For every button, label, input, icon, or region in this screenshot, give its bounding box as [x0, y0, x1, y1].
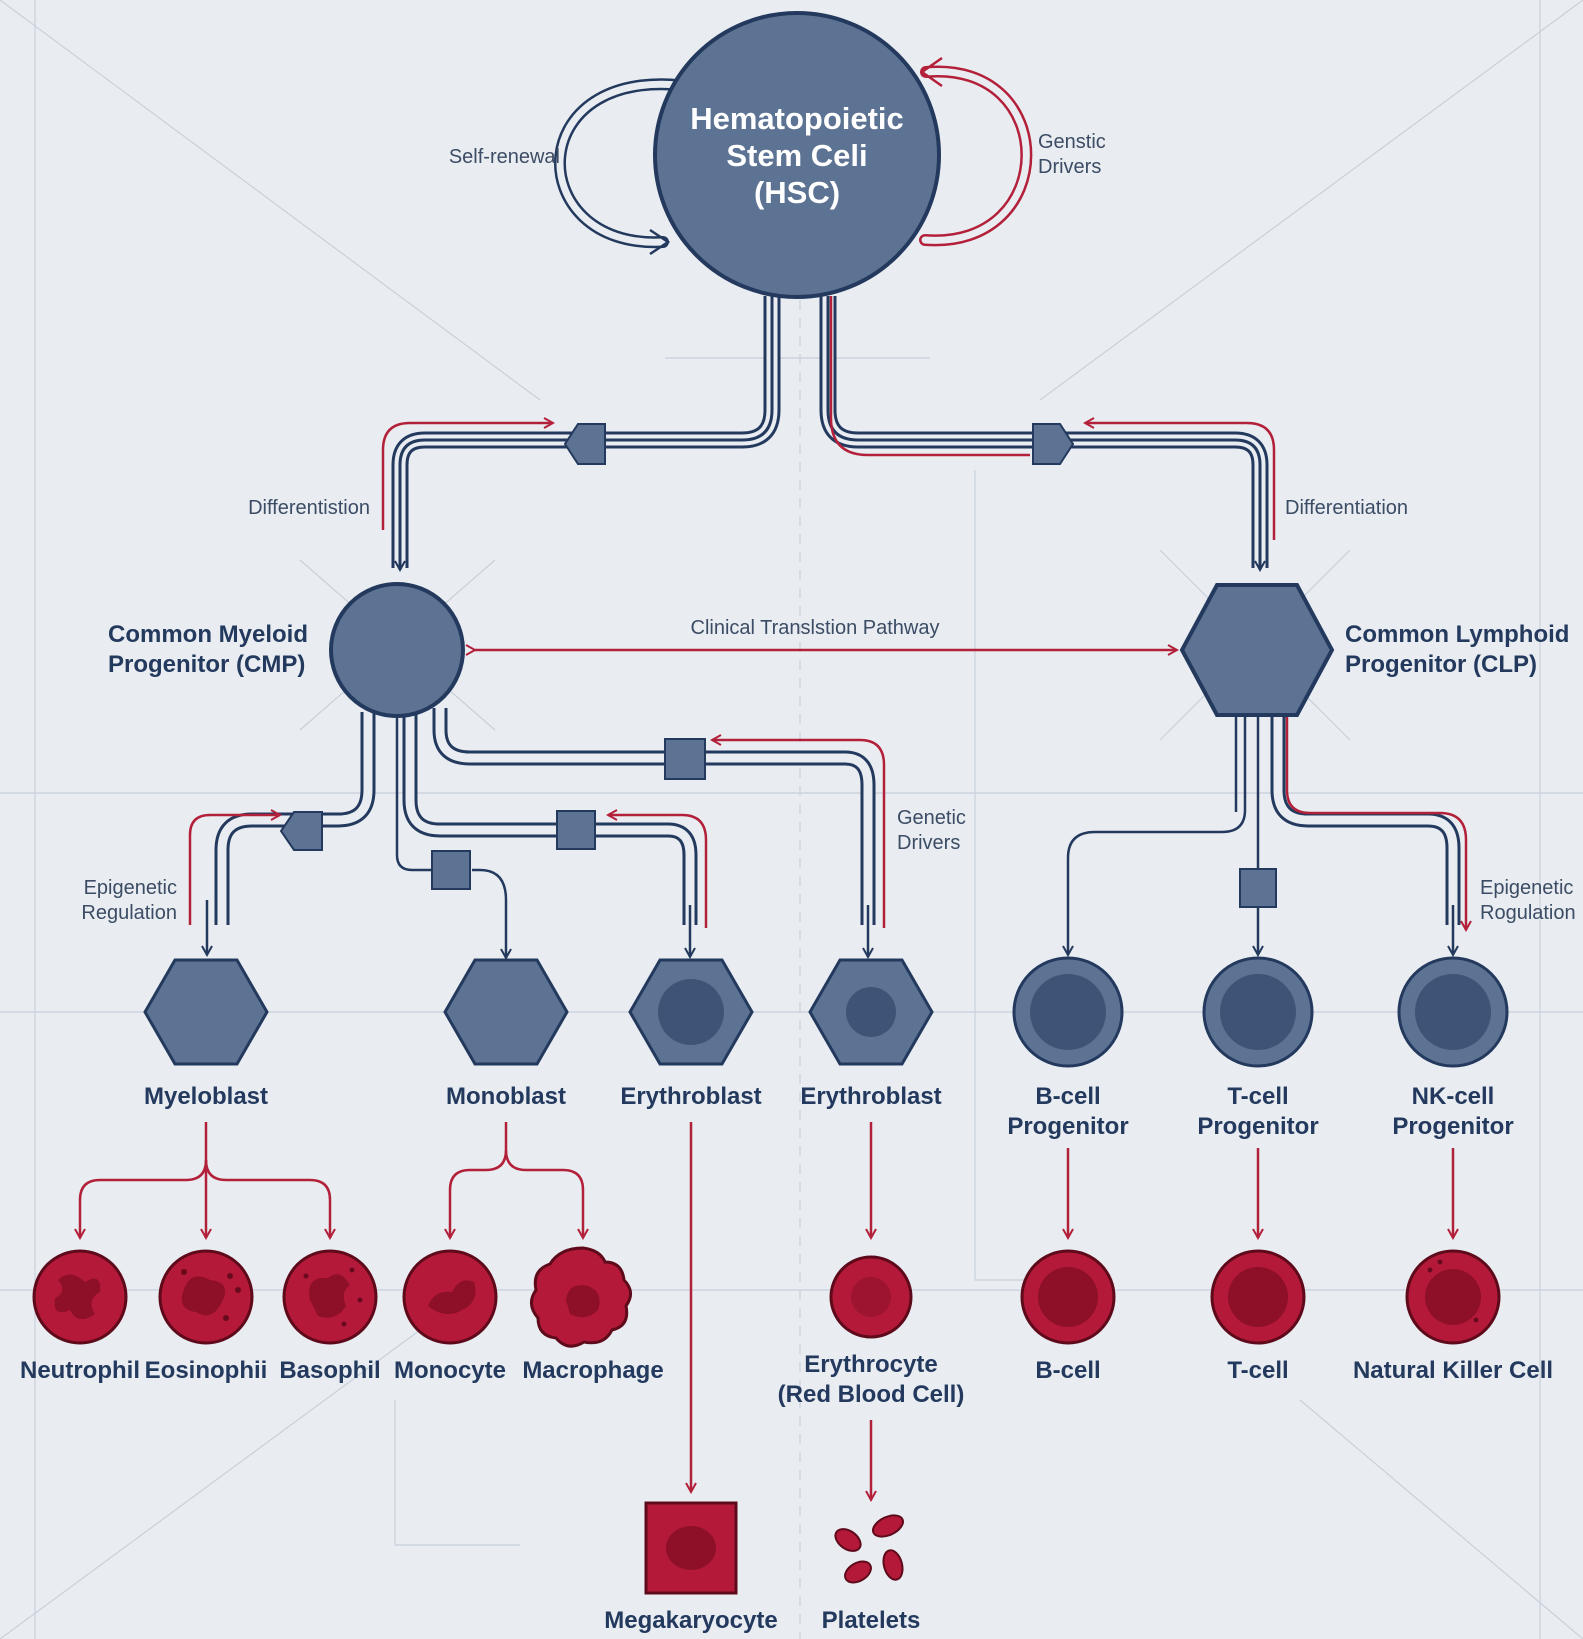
erythrocyte-line-1: Erythrocyte [804, 1351, 938, 1378]
cmp-to-myeloblast [188, 712, 376, 955]
epigenetic-right-label: Epigenetic Rogulation [1480, 876, 1576, 926]
clp-label-line-1: Common Lymphoid [1345, 621, 1570, 648]
erythroblast-connector-2 [664, 738, 706, 780]
bcell-progenitor-label: B-cell Progenitor [988, 1082, 1148, 1142]
bcell-progenitor-node [1012, 956, 1124, 1068]
cmp-label-line-2: Progenitor (CMP) [108, 651, 306, 678]
hsc-title-line-3: (HSC) [753, 175, 841, 210]
mid-drivers-line-1: Genetic [897, 807, 966, 829]
megakaryocyte-cell [644, 1501, 738, 1595]
nk-progenitor-node [1397, 956, 1509, 1068]
erythrocyte-label: Erythrocyte (Red Blood Cell) [766, 1350, 976, 1410]
epi-left-line-2: Regulation [81, 902, 177, 924]
tcell-connector [1239, 868, 1277, 908]
bcell-prog-line-2: Progenitor [1007, 1113, 1129, 1140]
macrophage-label: Macrophage [522, 1357, 664, 1384]
differentiation-left-label: Differentistion [248, 497, 370, 519]
hsc-title: Hematopoietic Stem Celi (HSC) [667, 100, 927, 211]
clp-node [1179, 583, 1335, 717]
clp-label-line-2: Progenitor (CLP) [1345, 651, 1537, 678]
erythroblast-label-2: Erythroblast [800, 1083, 942, 1110]
epi-left-line-1: Epigenetic [83, 877, 177, 899]
myeloblast-node [143, 958, 269, 1066]
platelets-cell [834, 1514, 904, 1584]
erythroblast-node-2 [808, 958, 934, 1066]
erythroblast-connector-1 [556, 810, 596, 850]
tcell-label: T-cell [1227, 1357, 1289, 1384]
tcell-prog-line-1: T-cell [1227, 1083, 1289, 1110]
mid-genetic-drivers-label: Genetic Drivers [897, 806, 966, 856]
clp-to-nk-progenitor [1270, 712, 1466, 955]
connector-block-left [563, 423, 606, 465]
red-path-cmp [381, 423, 553, 530]
cmp-label-line-1: Common Myeloid [108, 621, 309, 648]
monocyte-label: Monocyte [393, 1357, 506, 1384]
cmp-to-monoblast [395, 713, 506, 958]
red-path-hsc-down [829, 296, 1030, 457]
epigenetic-left-label: Epigenetic Regulation [55, 876, 177, 926]
erythroblast-node-1 [628, 958, 754, 1066]
monocyte-cell [402, 1249, 498, 1345]
maturation-arrows [80, 1122, 1453, 1500]
megakaryocyte-label: Megakaryocyte [604, 1607, 778, 1634]
nk-cell-label: Natural Killer Cell [1352, 1357, 1554, 1384]
tcell-progenitor-label: T-cell Progenitor [1178, 1082, 1338, 1142]
basophil-cell [282, 1249, 378, 1345]
monoblast-node [443, 958, 569, 1066]
eosinophil-cell [158, 1249, 254, 1345]
epi-right-line-2: Rogulation [1480, 902, 1576, 924]
erythrocyte-cell [829, 1255, 913, 1339]
epi-right-line-1: Epigenetic [1480, 877, 1574, 899]
neutrophil-cell [32, 1249, 128, 1345]
nk-prog-line-2: Progenitor [1392, 1113, 1514, 1140]
hsc-title-line-1: Hematopoietic [690, 101, 904, 136]
bcell-prog-line-1: B-cell [1035, 1083, 1101, 1110]
tcell-progenitor-node [1202, 956, 1314, 1068]
erythrocyte-line-2: (Red Blood Cell) [777, 1381, 965, 1408]
self-renewal-label: Self-renewal [448, 146, 560, 168]
bcell-label: B-cell [1035, 1357, 1101, 1384]
clp-label: Common Lymphoid Progenitor (CLP) [1345, 620, 1569, 680]
nk-progenitor-label: NK-cell Progenitor [1373, 1082, 1533, 1142]
differentiation-right-label: Differentiation [1285, 497, 1409, 519]
top-genetic-drivers-label: Genstic Drivers [1038, 130, 1106, 180]
erythroblast-label-1: Erythroblast [620, 1083, 762, 1110]
cmp-label: Common Myeloid Progenitor (CMP) [108, 620, 308, 680]
red-path-clp [1085, 423, 1276, 540]
monoblast-connector [431, 850, 471, 890]
cmp-to-erythroblast-1 [402, 712, 708, 957]
clp-to-bcell-progenitor [1068, 713, 1247, 955]
nk-prog-line-1: NK-cell [1411, 1083, 1495, 1110]
macrophage-cell [530, 1246, 632, 1348]
hsc-node [653, 11, 941, 299]
tcell-prog-line-2: Progenitor [1197, 1113, 1319, 1140]
basophil-label: Basophil [279, 1357, 381, 1384]
mid-drivers-line-2: Drivers [897, 832, 961, 854]
hsc-title-line-2: Stem Celi [726, 138, 868, 173]
bcell-cell [1020, 1249, 1116, 1345]
top-drivers-line-2: Drivers [1038, 156, 1102, 178]
neutrophil-label: Neutrophil [20, 1357, 140, 1384]
eosinophil-label: Eosinophii [144, 1357, 268, 1384]
clinical-pathway-label: Clinical Translstion Pathway [690, 617, 940, 639]
myeloblast-connector [279, 811, 323, 851]
top-drivers-line-1: Genstic [1038, 131, 1106, 153]
connector-block-right [1032, 423, 1075, 465]
monoblast-label: Monoblast [446, 1083, 566, 1110]
cmp-to-erythroblast-2 [432, 708, 886, 957]
myeloblast-label: Myeloblast [143, 1083, 269, 1110]
cmp-node [329, 582, 465, 718]
nk-cell [1405, 1249, 1501, 1345]
platelets-label: Platelets [821, 1607, 921, 1634]
tcell-cell [1210, 1249, 1306, 1345]
